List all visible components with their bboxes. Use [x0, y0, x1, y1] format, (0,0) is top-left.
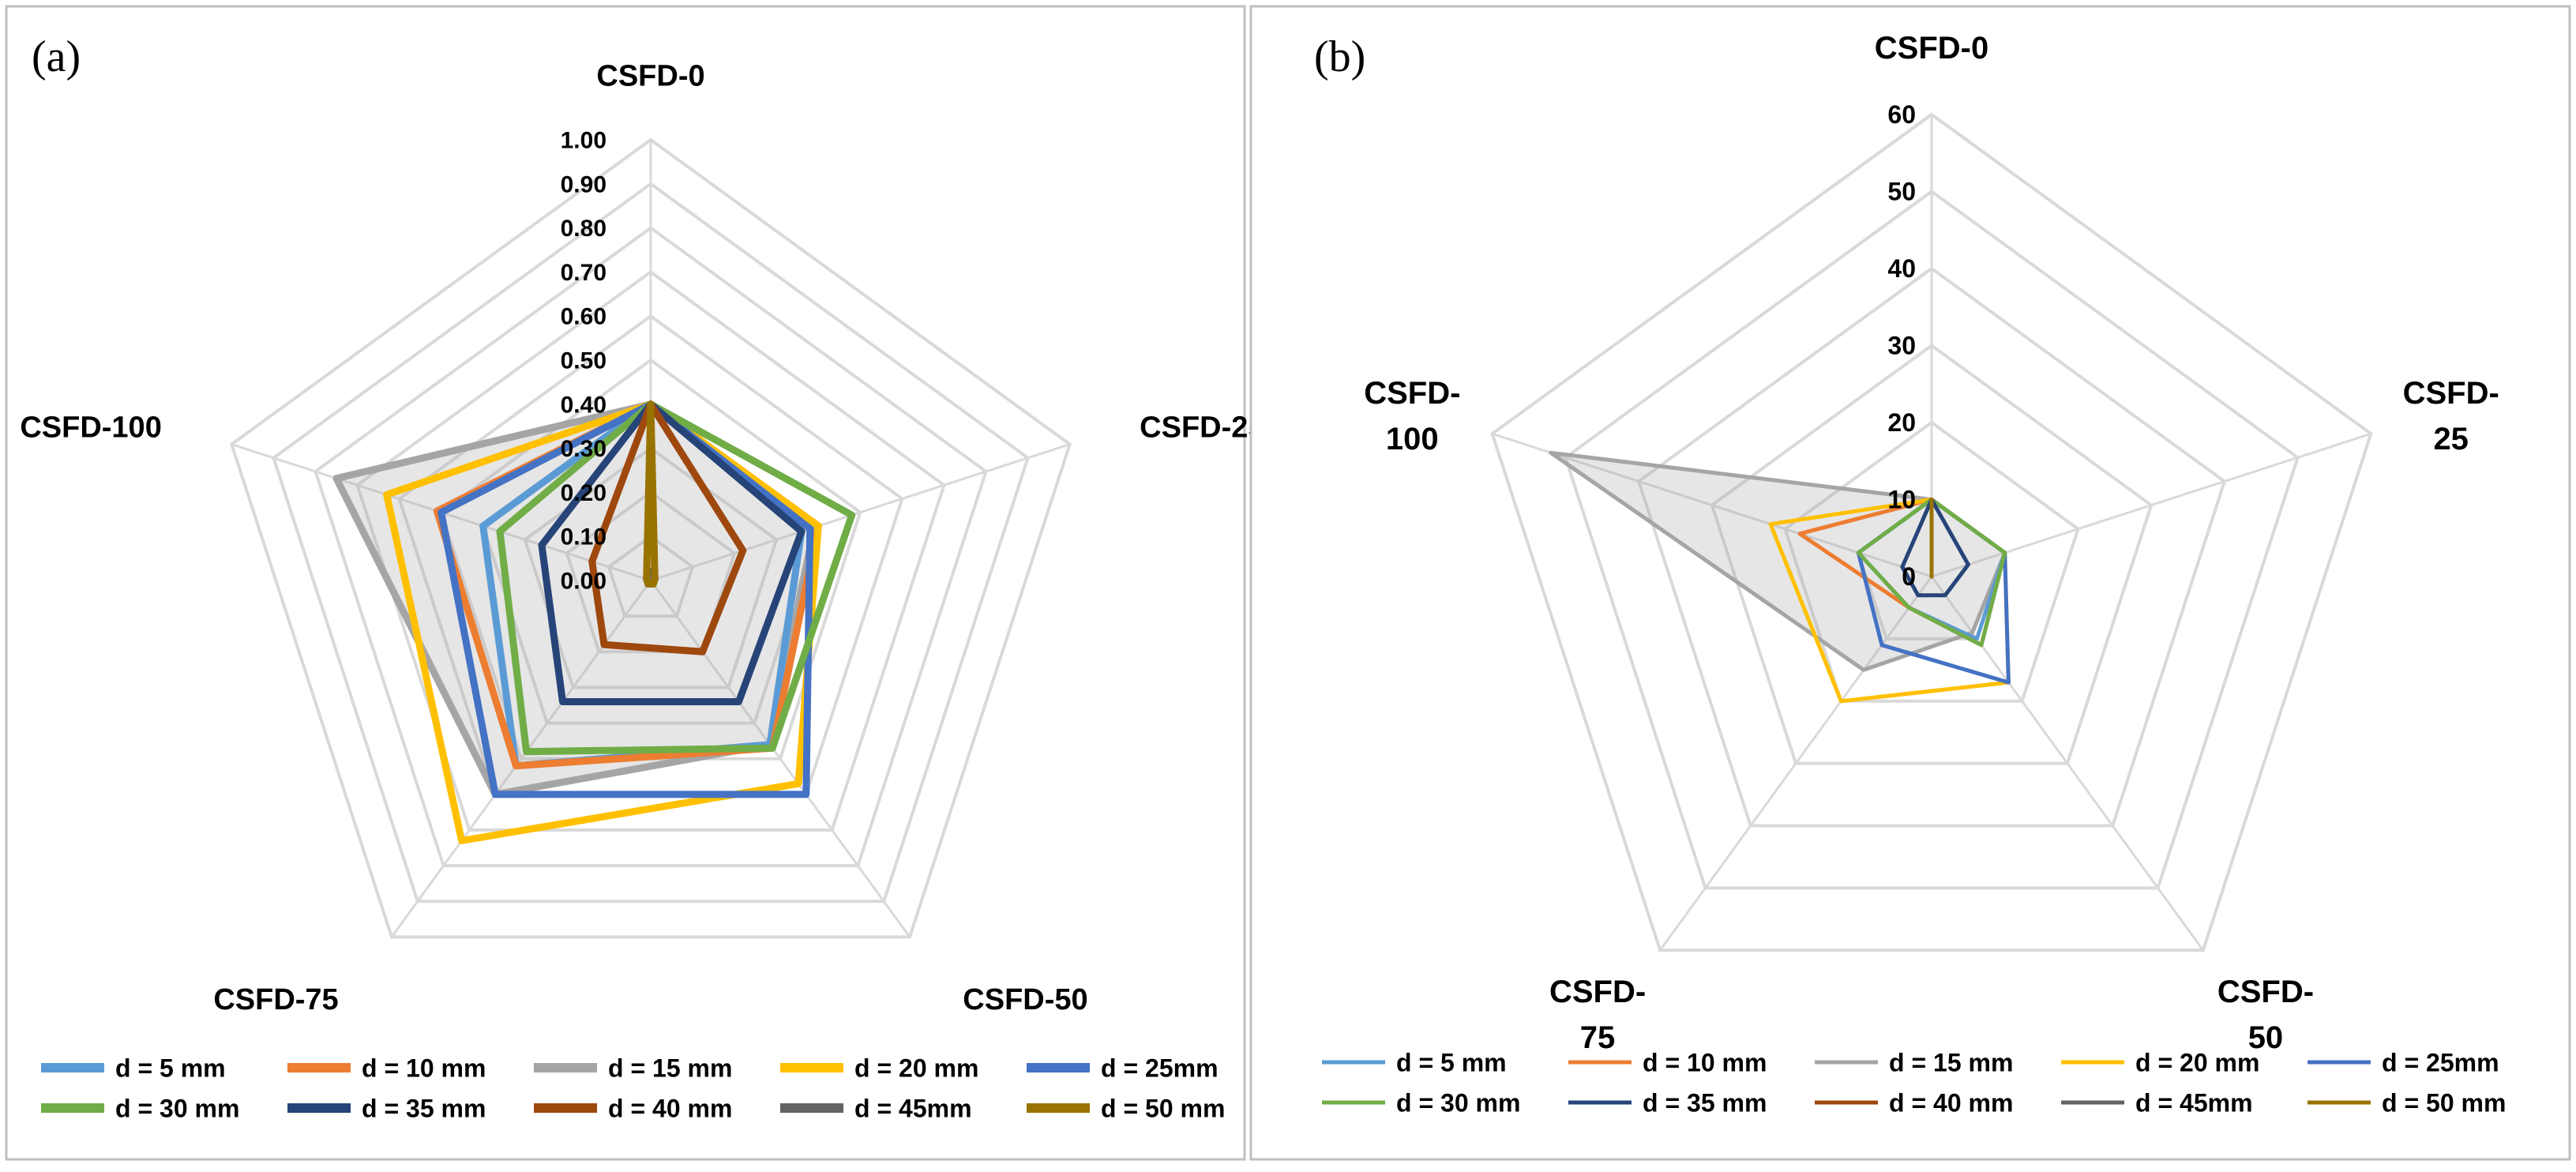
tick-label: 1.00 [561, 128, 606, 154]
axis-label: CSFD- [1364, 376, 1460, 411]
tick-label: 0.50 [561, 348, 606, 374]
grid-ring [272, 182, 1030, 903]
axis-label: 100 [1386, 422, 1439, 456]
legend-label: d = 5 mm [115, 1054, 226, 1083]
tick-label: 0.80 [561, 216, 606, 242]
grid-ring [606, 534, 695, 618]
legend-label: d = 5 mm [1396, 1049, 1507, 1077]
tick-label: 0.30 [561, 436, 606, 462]
series-d-30-mm [496, 400, 856, 756]
grid-ring [314, 226, 988, 868]
axis-label: CSFD- [1549, 975, 1646, 1009]
series-d-35-mm [538, 400, 805, 705]
axis-label: CSFD-100 [20, 411, 162, 445]
legend-label: d = 15 mm [608, 1054, 732, 1083]
panel-label: (a) [32, 32, 81, 81]
panel-frame [5, 5, 1246, 1161]
axis-label: 50 [2248, 1020, 2284, 1055]
panel-label: (b) [1314, 32, 1365, 81]
axis-label: CSFD- [2217, 975, 2314, 1009]
series-d-40-mm [588, 400, 747, 655]
series-d-30-mm [1856, 498, 2007, 648]
axis-spoke [390, 580, 652, 938]
legend-label: d = 45mm [2135, 1089, 2253, 1118]
tick-label: 0.40 [561, 392, 606, 418]
axis-spoke [650, 443, 1071, 582]
legend-label: d = 15 mm [1889, 1049, 2013, 1077]
grid-ring [1490, 112, 2373, 952]
axis-label: CSFD-50 [963, 983, 1087, 1016]
radar-panel-b: (b)0102030405060CSFD-0CSFD-25CSFD-50CSFD… [1249, 5, 2571, 1161]
tick-label: 0.00 [561, 569, 606, 595]
tick-label: 0.20 [561, 480, 606, 506]
grid-ring [355, 269, 946, 832]
grid-ring [565, 490, 737, 654]
axis-label: CSFD-0 [596, 59, 704, 92]
grid-ring [1783, 420, 2080, 703]
radar-panel-a: (a) 0.00 0.10 0.20 0.30 0.40 0.50 0.60 0.70 0.80 0… [5, 5, 1265, 1161]
grid-ring [1636, 266, 2227, 828]
legend-label: d = 25mm [1101, 1054, 1219, 1083]
tick-label: 50 [1887, 178, 1916, 206]
legend-label: d = 40 mm [608, 1095, 732, 1123]
tick-label: 0.60 [561, 304, 606, 330]
tick-label: 0.70 [561, 260, 606, 286]
legend-label: d = 50 mm [2382, 1089, 2506, 1118]
tick-label: 30 [1887, 332, 1916, 360]
tick-label: 0.10 [561, 524, 606, 550]
axis-label: CSFD-0 [1875, 31, 1988, 66]
legend-label: d = 35 mm [1643, 1089, 1767, 1118]
tick-label: 60 [1887, 100, 1916, 129]
legend-label: d = 45mm [854, 1095, 972, 1123]
legend-label: d = 50 mm [1101, 1095, 1225, 1123]
legend-label: d = 30 mm [115, 1095, 239, 1123]
legend-label: d = 35 mm [362, 1095, 486, 1123]
legend-label: d = 10 mm [362, 1054, 486, 1083]
axis-label: CSFD- [2403, 376, 2499, 411]
legend-label: d = 10 mm [1643, 1049, 1767, 1077]
axis-label: CSFD-75 [213, 983, 338, 1016]
tick-label: 10 [1887, 486, 1916, 514]
axis-label: 25 [2433, 422, 2469, 456]
series-d-20-mm [383, 400, 822, 844]
series-d-50-mm [643, 400, 659, 588]
series-d-35-mm [1900, 498, 1970, 598]
axis-spoke [649, 580, 911, 938]
axis-label: 75 [1580, 1020, 1616, 1055]
grid-ring [1564, 190, 2300, 890]
tick-label: 0 [1902, 562, 1916, 591]
axis-label: CSFD-25 [1140, 411, 1264, 445]
legend-label: d = 20 mm [2135, 1049, 2259, 1077]
legend-label: d = 25mm [2382, 1049, 2499, 1077]
grid-ring [523, 446, 779, 689]
legend-label: d = 30 mm [1396, 1089, 1520, 1118]
axis-spoke [1658, 576, 1933, 952]
grid-ring [229, 137, 1072, 939]
legend-label: d = 40 mm [1889, 1089, 2013, 1118]
tick-label: 40 [1887, 254, 1916, 283]
legend-label: d = 20 mm [854, 1054, 978, 1083]
tick-label: 0.90 [561, 171, 606, 197]
tick-label: 20 [1887, 408, 1916, 437]
series-d-25mm [437, 400, 814, 798]
